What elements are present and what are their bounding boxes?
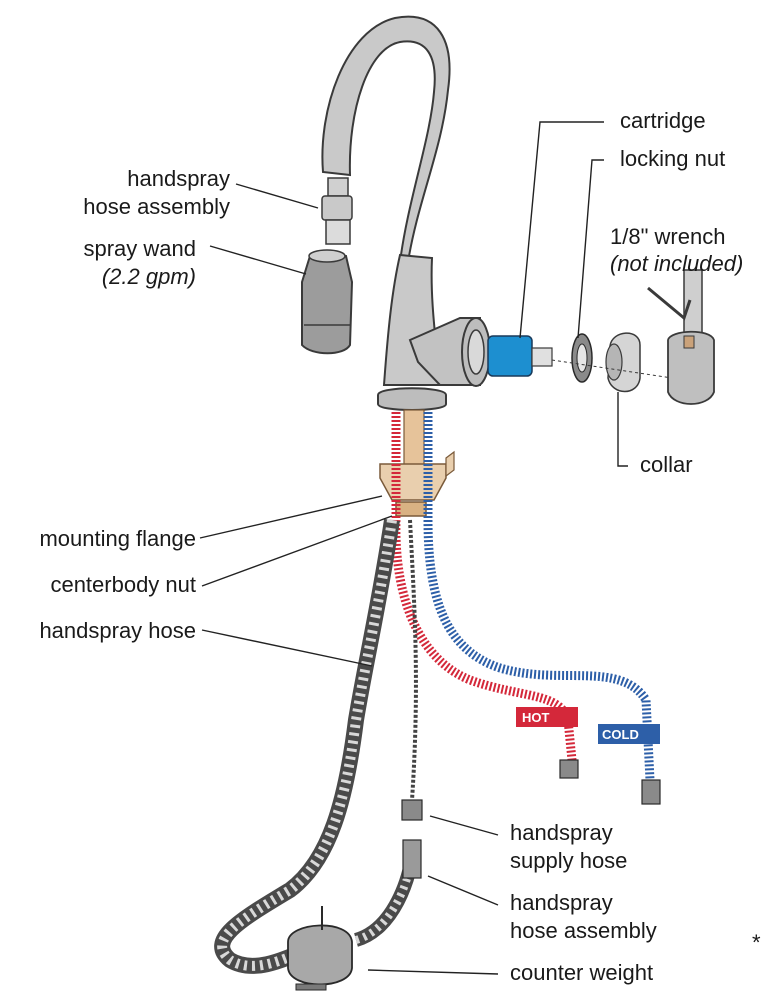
counter-weight-part [288,906,352,990]
locking-nut-part [572,334,592,382]
label-handspray-hose: handspray hose [39,618,196,643]
cold-supply-hose [428,412,660,804]
label-spray-wand: spray wand [83,236,196,261]
label-handspray-hose-assembly-top-1: handspray [127,166,230,191]
label-mounting-flange: mounting flange [39,526,196,551]
handspray-supply-hose-part [402,520,422,820]
label-collar: collar [640,452,693,477]
spray-wand-part [302,250,352,353]
label-handspray-hose-assembly-bottom-1: handspray [510,890,613,915]
label-handspray-hose-assembly-top-2: hose assembly [83,194,230,219]
faucet-body [378,255,490,410]
footnote-mark: * [752,930,761,955]
label-handspray-supply-hose-2: supply hose [510,848,627,873]
label-counter-weight: counter weight [510,960,653,985]
handle-part [668,270,714,404]
cold-tag-label: COLD [602,727,639,742]
cold-tag: COLD [598,724,660,744]
handspray-hose-assembly-top-part [322,178,352,244]
collar-part [606,333,640,391]
label-handspray-hose-assembly-bottom-2: hose assembly [510,918,657,943]
hot-tag-label: HOT [522,710,550,725]
cartridge-part [488,336,552,376]
hot-tag: HOT [516,707,578,727]
label-handspray-supply-hose-1: handspray [510,820,613,845]
label-spray-wand-flow: (2.2 gpm) [102,264,196,289]
handspray-hose-part [222,520,414,966]
handspray-hose-assembly-bottom-part [403,840,421,878]
label-wrench-note: (not included) [610,251,743,276]
labels: handspray hose assembly spray wand (2.2 … [39,108,761,985]
label-locking-nut: locking nut [620,146,725,171]
label-wrench: 1/8" wrench [610,224,725,249]
label-cartridge: cartridge [620,108,706,133]
label-centerbody-nut: centerbody nut [50,572,196,597]
